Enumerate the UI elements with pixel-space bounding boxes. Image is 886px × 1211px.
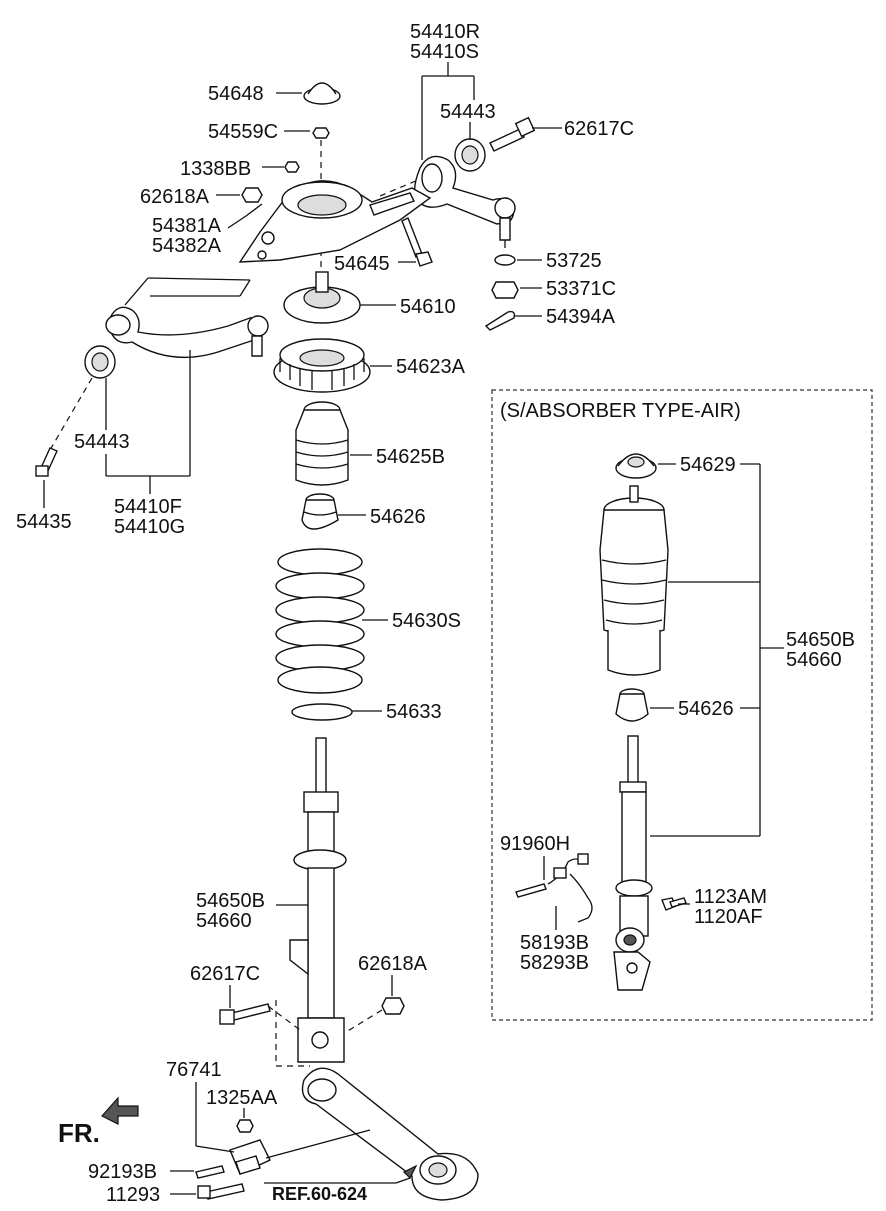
shock-absorber-main [289, 737, 347, 1063]
bolt-54645 [401, 217, 433, 267]
front-arrow-icon [101, 1096, 139, 1125]
ref-arrow-icon [402, 1164, 418, 1180]
bump-stop-54626 [301, 493, 339, 530]
spring-pad-54623A [273, 338, 371, 393]
label-62617C-bottom: 62617C [190, 963, 260, 985]
label-54626-main: 54626 [370, 506, 426, 528]
nut-62618A-top [241, 187, 263, 203]
label-62618A-bottom: 62618A [358, 953, 428, 975]
label-54648: 54648 [208, 83, 264, 105]
label-53725: 53725 [546, 250, 602, 272]
lower-arm [301, 1067, 479, 1201]
label-54630S: 54630S [392, 610, 461, 632]
reference-label: REF.60-624 [272, 1184, 367, 1204]
label-54410S: 54410S [410, 41, 479, 63]
bushing-54443-top [454, 138, 486, 172]
dust-boot-54625B [295, 401, 349, 486]
label-11293: 11293 [106, 1184, 160, 1206]
label-54650B-air: 54650B [786, 629, 855, 651]
label-54645: 54645 [334, 253, 390, 275]
castle-nut-53371C [491, 281, 519, 299]
bushing-54443-left [84, 345, 116, 379]
label-54443-top: 54443 [440, 101, 496, 123]
bolt-1123AM [661, 897, 687, 911]
label-76741: 76741 [166, 1059, 222, 1081]
bolt-54435 [35, 447, 58, 477]
wiring-harness-91960H [515, 853, 593, 923]
label-54381A: 54381A [152, 215, 222, 237]
label-1120AF: 1120AF [694, 906, 763, 928]
washer-53725 [494, 254, 516, 266]
label-54625B: 54625B [376, 446, 445, 468]
label-54435: 54435 [16, 511, 72, 533]
air-section-title: (S/ABSORBER TYPE-AIR) [500, 400, 741, 422]
label-54650B-main: 54650B [196, 890, 265, 912]
bolt-62617C-top [489, 116, 536, 152]
label-54626-air: 54626 [678, 698, 734, 720]
label-54410G: 54410G [114, 516, 185, 538]
upper-arm-right [413, 155, 516, 248]
label-92193B: 92193B [88, 1161, 157, 1183]
label-54559C: 54559C [208, 121, 278, 143]
label-54610: 54610 [400, 296, 456, 318]
spring-pad-54633 [291, 703, 353, 721]
bolt-62617C-bottom [219, 1003, 271, 1025]
nut-62618A-bottom [381, 997, 405, 1015]
label-54623A: 54623A [396, 356, 466, 378]
nut-54559C [312, 127, 330, 139]
bolt-11293 [197, 1183, 245, 1200]
label-54629: 54629 [680, 454, 736, 476]
cotter-pin-54394A [484, 310, 516, 331]
label-54410R: 54410R [410, 21, 480, 43]
front-indicator: FR. [58, 1118, 100, 1148]
label-58193B: 58193B [520, 932, 589, 954]
air-absorber-section-box [491, 389, 873, 1021]
nut-1338BB [284, 161, 300, 173]
label-1325AA: 1325AA [206, 1087, 278, 1109]
dust-cap-54648 [303, 82, 341, 105]
label-54660-air: 54660 [786, 649, 842, 671]
label-54443-left: 54443 [74, 431, 130, 453]
bracket-76741 [229, 1139, 271, 1175]
air-spring-assembly [599, 485, 669, 676]
label-1338BB: 1338BB [180, 158, 251, 180]
strut-mount-bracket [238, 180, 432, 263]
bump-stop-54626-air [615, 688, 649, 722]
air-shock-absorber [613, 735, 653, 991]
screw-92193B [195, 1165, 225, 1179]
coil-spring-54630S [275, 548, 365, 694]
label-54394A: 54394A [546, 306, 616, 328]
nut-1325AA [236, 1119, 254, 1133]
label-54660-main: 54660 [196, 910, 252, 932]
label-1123AM: 1123AM [694, 886, 767, 908]
label-58293B: 58293B [520, 952, 589, 974]
label-54410F: 54410F [114, 496, 182, 518]
label-62617C-top: 62617C [564, 118, 634, 140]
air-mount-54629 [615, 453, 657, 479]
label-91960H: 91960H [500, 833, 570, 855]
label-53371C: 53371C [546, 278, 616, 300]
label-54633: 54633 [386, 701, 442, 723]
upper-arm-left [105, 306, 269, 359]
label-54382A: 54382A [152, 235, 222, 257]
strut-insulator-54610 [283, 271, 361, 324]
label-62618A-top: 62618A [140, 186, 210, 208]
